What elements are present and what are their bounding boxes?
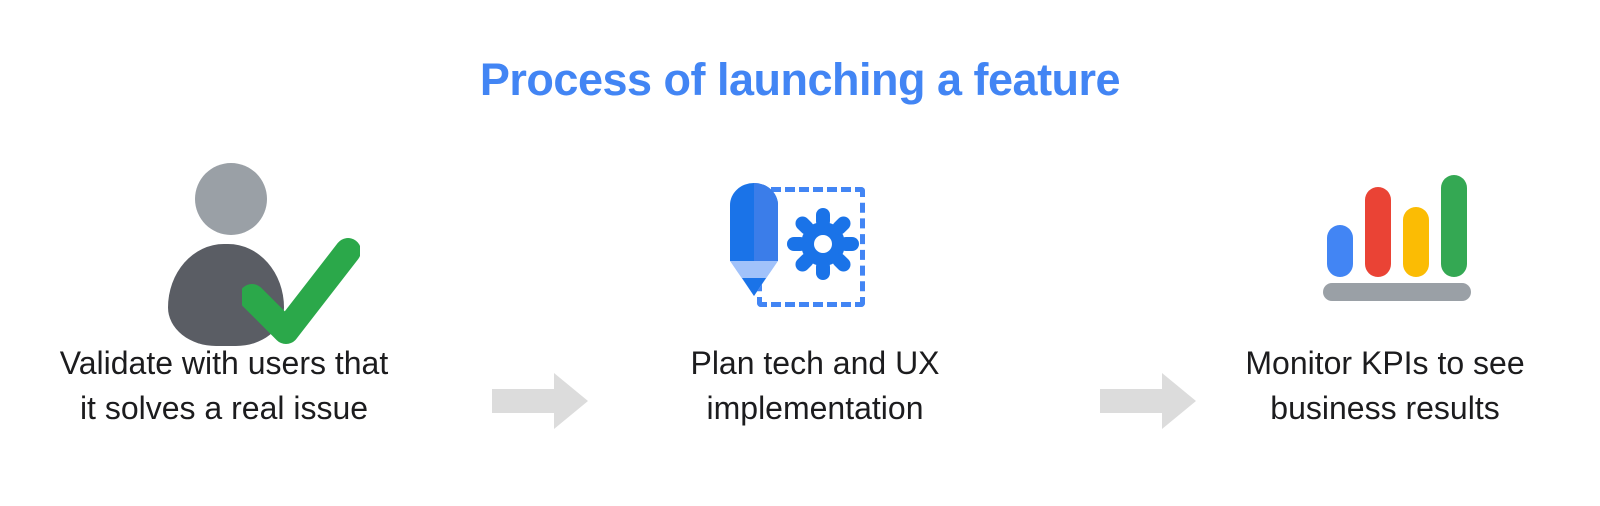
bar-chart-icon [1175, 145, 1595, 325]
process-steps: Validate with users that it solves a rea… [0, 145, 1600, 445]
caption-line-1: Plan tech and UX [690, 345, 940, 381]
step-plan-caption: Plan tech and UX implementation [605, 341, 1025, 431]
chart-bar [1441, 175, 1467, 277]
chart-bar [1403, 207, 1429, 277]
step-monitor: Monitor KPIs to see business results [1175, 145, 1595, 445]
step-validate-caption: Validate with users that it solves a rea… [14, 341, 434, 431]
gear-icon [787, 208, 859, 280]
person-head-icon [195, 163, 267, 235]
step-validate: Validate with users that it solves a rea… [14, 145, 434, 445]
step-plan: Plan tech and UX implementation [605, 145, 1025, 445]
pencil-icon [730, 183, 778, 296]
step-plan-icon-slot [605, 145, 1025, 325]
chart-baseline [1323, 283, 1471, 301]
page-title: Process of launching a feature [479, 54, 1121, 105]
step-validate-icon-slot [14, 145, 434, 346]
caption-line-1: Monitor KPIs to see [1245, 345, 1525, 381]
pencil-and-gear-icon [605, 145, 1025, 325]
caption-line-2: business results [1270, 390, 1500, 426]
caption-line-2: implementation [706, 390, 924, 426]
step-monitor-icon-slot [1175, 145, 1595, 325]
checkmark-icon [242, 238, 360, 344]
person-with-check-icon [14, 145, 434, 346]
right-arrow-icon [492, 373, 588, 429]
caption-line-1: Validate with users that [59, 345, 389, 381]
chart-bar [1365, 187, 1391, 277]
caption-line-2: it solves a real issue [79, 390, 369, 426]
right-arrow-icon [1100, 373, 1196, 429]
chart-bar [1327, 225, 1353, 277]
step-monitor-caption: Monitor KPIs to see business results [1175, 341, 1595, 431]
